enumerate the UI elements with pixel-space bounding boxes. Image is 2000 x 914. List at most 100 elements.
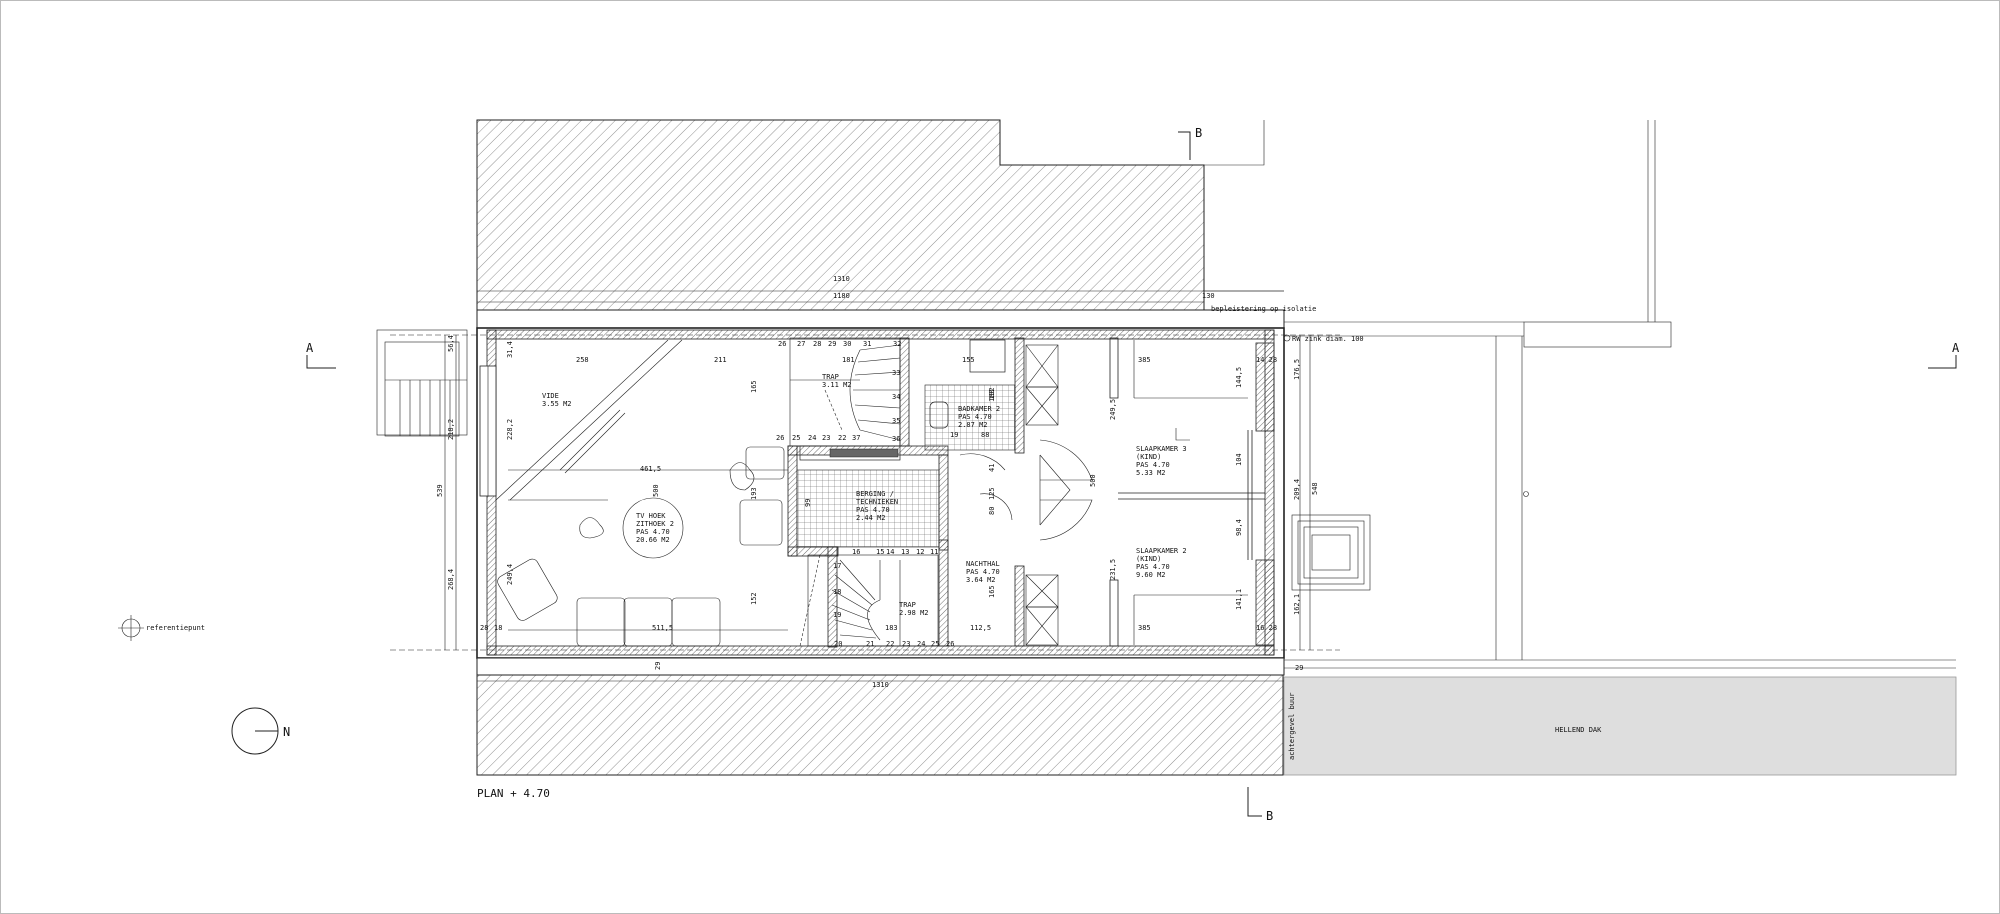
plaster-note: bepleistering op isolatie [1211,305,1316,313]
dim-b17: 17 [833,562,841,570]
dim-193: 193 [750,487,758,500]
dim-258: 258 [576,356,589,364]
doors [959,439,1093,541]
dim-41: 41 [988,464,996,472]
plan-title: PLAN + 4.70 [477,787,550,800]
dim-385-bottom: 385 [1138,624,1151,632]
dim-144-5: 144,5 [1235,367,1243,388]
site-outline-right [1204,120,1956,669]
svg-text:SLAAPKAMER 2: SLAAPKAMER 2 [1136,547,1187,555]
wardrobes [1025,344,1059,646]
section-markers [306,131,1957,817]
dim-268-4: 268,4 [447,569,455,590]
section-a-right-label: A [1952,341,1960,355]
dim-548: 548 [1311,482,1319,495]
dim-b24: 24 [917,640,925,648]
dim-209-4: 209,4 [1293,479,1301,500]
room-bathroom: BADKAMER 2 PAS 4.70 2.87 M2 [958,405,1000,429]
dim-18-left: 18 [494,624,502,632]
dim-b15: 15 [876,548,884,556]
svg-text:PAS 4.70: PAS 4.70 [966,568,1000,576]
svg-text:VIDE: VIDE [542,392,559,400]
room-tv-corner: TV HOEK ZITHOEK 2 PAS 4.70 20.66 M2 [636,512,674,544]
dim-31: 31 [863,340,871,348]
storage-tiles [796,469,940,548]
sloped-roof [1283,676,1957,776]
section-a-left-label: A [306,341,314,355]
svg-text:BADKAMER 2: BADKAMER 2 [958,405,1000,413]
dim-155: 155 [962,356,975,364]
dim-r25: 25 [792,434,800,442]
svg-text:SLAAPKAMER 3: SLAAPKAMER 3 [1136,445,1187,453]
svg-text:PAS 4.70: PAS 4.70 [636,528,670,536]
dim-98-4: 98,4 [1235,519,1243,536]
room-bedroom-2: SLAAPKAMER 2 (KIND) PAS 4.70 9.60 M2 [1136,547,1187,579]
dim-19: 19 [950,431,958,439]
svg-text:ZITHOEK 2: ZITHOEK 2 [636,520,674,528]
dim-231-5: 231,5 [1109,559,1117,580]
dim-228-2: 228,2 [506,419,514,440]
dim-99: 99 [804,499,812,507]
gutter-icon [1283,334,1291,342]
dim-130: 130 [1202,292,1215,300]
dim-461-5: 461,5 [640,465,661,473]
dim-125: 125 [988,487,996,500]
dim-500-b: 500 [1089,474,1097,487]
upper-stair [789,337,901,447]
dim-27: 27 [797,340,805,348]
svg-text:TRAP: TRAP [822,373,839,381]
dim-r22: 22 [838,434,846,442]
room-stair-lower: TRAP 2.98 M2 [899,601,929,617]
roof-label: HELLEND DAK [1555,726,1602,734]
neighbour-building-bottom [476,674,1284,776]
roof-skylight [1291,514,1371,591]
section-b-bottom-label: B [1266,809,1273,823]
dim-b23: 23 [902,640,910,648]
dim-r24: 24 [808,434,816,442]
dim-b21: 21 [866,640,874,648]
svg-text:5.33 M2: 5.33 M2 [1136,469,1166,477]
lower-stair [799,554,939,647]
dim-385-top: 385 [1138,356,1151,364]
dim-183-vertical: 183 [988,389,996,402]
dim-141-1: 141,1 [1235,589,1243,610]
section-b-top-label: B [1195,126,1202,140]
reference-point-icon [118,615,144,641]
north-arrow-icon [231,707,279,755]
vide-diagonals [495,339,683,501]
dim-36: 36 [892,435,900,443]
dim-14-28: 14 28 [1256,356,1277,364]
room-night-hall: NACHTHAL PAS 4.70 3.64 M2 [966,560,1000,584]
external-stair [376,329,468,437]
dim-176-5: 176,5 [1293,359,1301,380]
dim-b25: 25 [931,640,939,648]
dim-211: 211 [714,356,727,364]
svg-text:3.64 M2: 3.64 M2 [966,576,996,584]
svg-text:NACHTHAL: NACHTHAL [966,560,1000,568]
dim-b12: 12 [916,548,924,556]
dim-162-1: 162,1 [1293,594,1301,615]
facade-note: achtergevel buur [1288,693,1296,760]
dim-104: 104 [1235,453,1243,466]
dim-1180: 1180 [833,292,850,300]
svg-text:2.98 M2: 2.98 M2 [899,609,929,617]
dim-1310-bottom: 1310 [872,681,889,689]
dim-b16: 16 [852,548,860,556]
dim-218-2: 218,2 [447,419,455,440]
dim-30: 30 [843,340,851,348]
dim-34: 34 [892,393,900,401]
room-stair-upper: TRAP 3.11 M2 [822,373,852,389]
svg-text:PAS 4.70: PAS 4.70 [958,413,992,421]
svg-text:3.55 M2: 3.55 M2 [542,400,572,408]
svg-text:(KIND): (KIND) [1136,555,1161,563]
svg-text:2.87 M2: 2.87 M2 [958,421,988,429]
bathroom-tiles [924,384,1016,451]
beds [1133,340,1248,645]
dim-26: 26 [778,340,786,348]
dim-b14: 14 [886,548,894,556]
dim-80: 80 [988,507,996,515]
room-storage: BERGING / TECHNIEKEN PAS 4.70 2.44 M2 [856,490,898,522]
svg-text:PAS 4.70: PAS 4.70 [856,506,890,514]
dim-b22: 22 [886,640,894,648]
